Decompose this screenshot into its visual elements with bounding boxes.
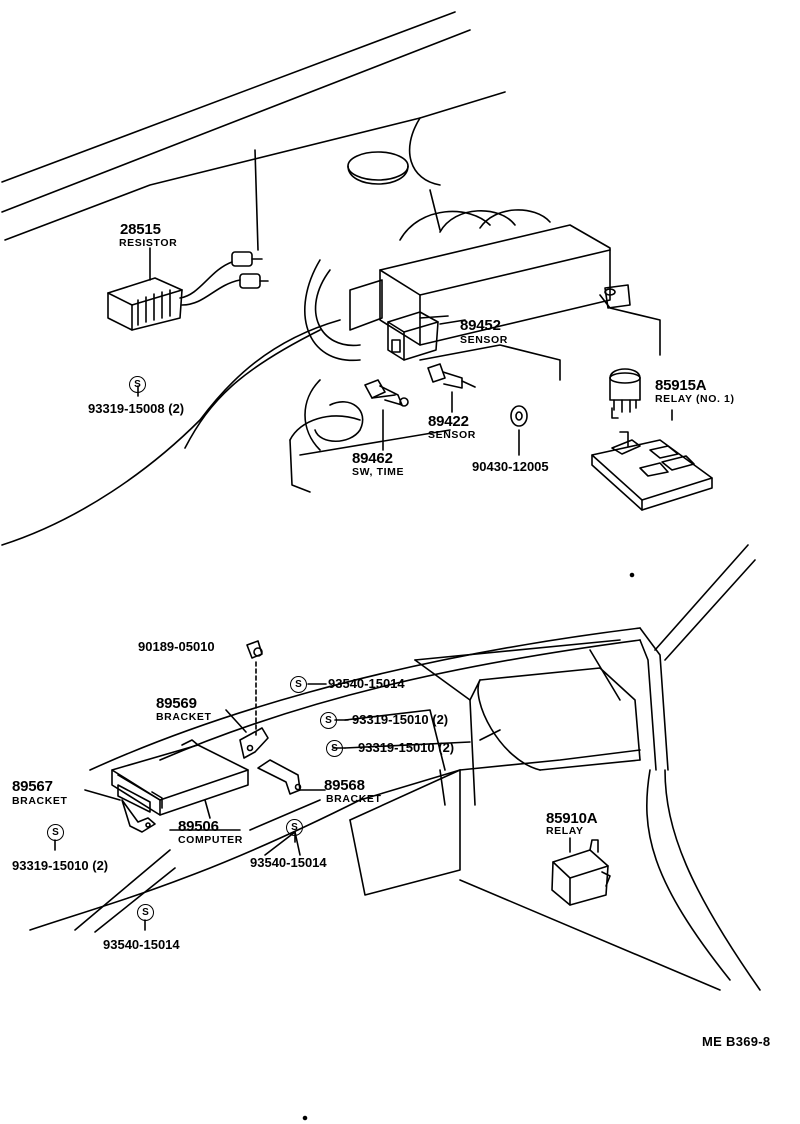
bracket-89567-part-name: BRACKET (12, 795, 68, 807)
symbol-s-icon-f5: S (320, 712, 337, 729)
symbol-s-icon-f8: S (286, 819, 303, 836)
relay-85915a-part-name: RELAY (NO. 1) (655, 393, 735, 405)
fender-line (1, 149, 341, 546)
computer-drawing (111, 739, 249, 819)
door-sill-lines (459, 769, 761, 991)
bracket-89569-part-name: BRACKET (156, 711, 212, 723)
upper-leader-lines (137, 385, 396, 399)
symbol-s-icon-f1: S (129, 376, 146, 393)
lower-leader-lines (54, 683, 471, 933)
time-switch-part-number: 89462 (352, 450, 393, 467)
firewall-dome (347, 151, 441, 231)
sensor-89452-part-number: 89452 (460, 317, 501, 334)
relay-85910a-part-name: RELAY (546, 825, 584, 837)
fastener-93540-15014-top: 93540-15014 (328, 676, 405, 691)
fastener-93319-15008: 93319-15008 (2) (88, 401, 185, 416)
fastener-93540-15014-bottom: 93540-15014 (103, 937, 180, 952)
junction-block-drawing (591, 409, 713, 511)
sensor-89422-part-name: SENSOR (428, 429, 476, 441)
sensor-89422-drawing (427, 363, 476, 413)
bracket-89568-part-name: BRACKET (326, 793, 382, 805)
washer-90430-12005: 90430-12005 (472, 459, 549, 474)
diagram-code: ME B369-8 (702, 1034, 771, 1049)
computer-part-name: COMPUTER (178, 834, 243, 846)
symbol-s-icon-f6: S (326, 740, 343, 757)
sensor-89422-part-number: 89422 (428, 413, 469, 430)
bracket-89567-part-number: 89567 (12, 778, 53, 795)
bolt-90189-drawing (246, 640, 263, 736)
bracket-89568-drawing (257, 759, 326, 795)
lower-engine-outline (289, 344, 561, 493)
fastener-93319-15010-b: 93319-15010 (2) (358, 740, 455, 755)
bracket-89567-drawing (84, 789, 156, 833)
resistor-drawing (107, 247, 269, 331)
fastener-93319-15010-c: 93319-15010 (2) (12, 858, 109, 873)
time-switch-part-name: SW, TIME (352, 466, 405, 478)
bracket-89569-drawing (225, 709, 269, 759)
relay-85915a-part-number: 85915A (655, 377, 707, 394)
intake-manifold (304, 209, 661, 361)
fastener-93319-15010-a: 93319-15010 (2) (352, 712, 449, 727)
time-switch-drawing (364, 379, 409, 451)
resistor-part-number: 28515 (120, 221, 161, 238)
relay-85910a-drawing (551, 837, 611, 906)
symbol-s-icon-f4: S (290, 676, 307, 693)
a-pillar-lines (654, 544, 756, 661)
relay-85910a-part-number: 85910A (546, 810, 598, 827)
relay-85915a-drawing (609, 368, 641, 419)
symbol-s-icon-f7: S (47, 824, 64, 841)
fastener-93540-15014-mid: 93540-15014 (250, 855, 327, 870)
washer-drawing (510, 405, 528, 456)
symbol-s-icon-f9: S (137, 904, 154, 921)
sensor-89452-drawing (387, 311, 466, 361)
dashboard-outline (29, 627, 669, 931)
computer-part-number: 89506 (178, 818, 219, 835)
bracket-89569-part-number: 89569 (156, 695, 197, 712)
bolt-90189-05010: 90189-05010 (138, 639, 215, 654)
hood-edge-lines (1, 11, 506, 241)
bracket-89568-part-number: 89568 (324, 777, 365, 794)
resistor-part-name: RESISTOR (119, 237, 178, 249)
sensor-89452-part-name: SENSOR (460, 334, 508, 346)
